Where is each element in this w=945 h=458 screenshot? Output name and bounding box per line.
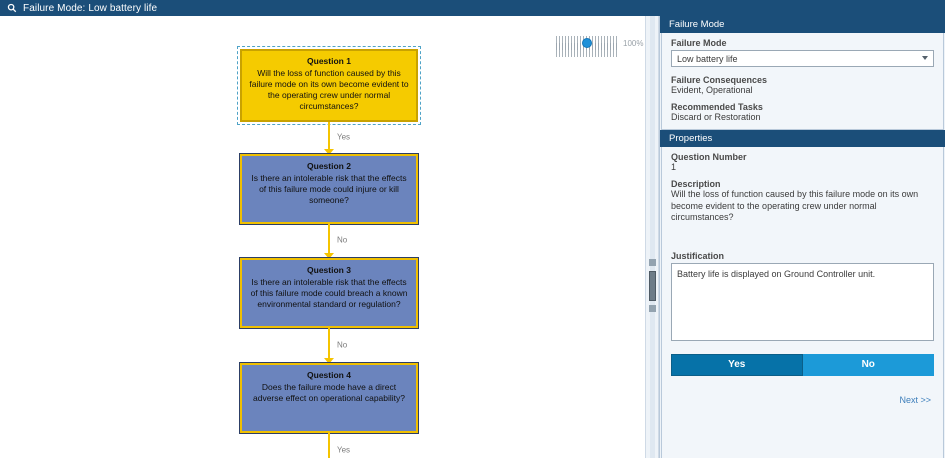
recommended-tasks-label: Recommended Tasks <box>671 102 763 112</box>
flow-node-q2-text: Is there an intolerable risk that the ef… <box>251 173 407 205</box>
side-panel: Failure Mode Failure Mode Low battery li… <box>659 16 945 458</box>
question-number-value: 1 <box>671 162 677 172</box>
magnifier-icon <box>7 3 17 13</box>
flow-node-q4-title: Question 4 <box>307 370 351 380</box>
failure-mode-section-header: Failure Mode <box>660 16 945 33</box>
flow-node-q4-text: Does the failure mode have a direct adve… <box>253 382 405 403</box>
failure-mode-select[interactable]: Low battery life <box>671 50 934 67</box>
connector-q4-q5: Yes <box>325 433 350 458</box>
connector-arrowhead <box>324 358 334 364</box>
connector-arrowhead <box>324 149 334 155</box>
failure-consequences-value: Evident, Operational <box>671 85 753 95</box>
no-button[interactable]: No <box>802 353 934 376</box>
description-label: Description <box>671 179 721 189</box>
connector-line <box>328 224 330 258</box>
decision-flow-canvas[interactable]: 100% Question 1 Will the loss of functio… <box>0 16 645 458</box>
connector-line <box>328 433 330 458</box>
title-bar: Failure Mode: Low battery life <box>0 0 945 16</box>
next-row: Next >> <box>671 395 934 405</box>
connector-q2-q3: No <box>324 224 347 259</box>
zoom-percent-label: 100% <box>623 38 644 48</box>
zoom-slider-handle[interactable] <box>582 38 592 48</box>
failure-mode-select-label: Failure Mode <box>671 38 727 48</box>
connector-label-q1-q2: Yes <box>337 132 351 142</box>
zoom-slider-ticks-bottom <box>556 43 618 57</box>
zoom-control[interactable]: 100% <box>556 32 644 57</box>
scroll-up-button[interactable] <box>649 259 656 266</box>
properties-section-body: Question Number 1 Description Will the l… <box>661 147 944 458</box>
flow-node-q1-title: Question 1 <box>307 56 351 66</box>
flow-node-q1-text: Will the loss of function caused by this… <box>249 68 409 111</box>
failure-mode-section-body: Failure Mode Low battery life Failure Co… <box>661 33 944 130</box>
connector-label-q2-q3: No <box>337 235 348 245</box>
answer-button-row: Yes No <box>671 353 934 376</box>
scrollbar-track[interactable] <box>650 16 655 458</box>
connector-arrowhead <box>324 253 334 259</box>
scroll-down-button[interactable] <box>649 305 656 312</box>
properties-section-header: Properties <box>660 130 945 147</box>
zoom-slider[interactable] <box>556 35 618 57</box>
failure-consequences-label: Failure Consequences <box>671 75 768 85</box>
justification-textarea[interactable] <box>671 262 934 341</box>
scrollbar-thumb[interactable] <box>649 271 656 301</box>
next-link[interactable]: Next >> <box>899 394 931 405</box>
window-title: Failure Mode: Low battery life <box>23 2 158 14</box>
flowchart: Question 1 Will the loss of function cau… <box>0 16 645 458</box>
connector-q1-q2: Yes <box>324 122 350 155</box>
justification-label: Justification <box>671 250 725 261</box>
connector-line <box>328 122 330 154</box>
flow-node-q4[interactable]: Question 4 Does the failure mode have a … <box>239 362 419 434</box>
yes-button[interactable]: Yes <box>671 353 803 376</box>
flow-node-q2[interactable]: Question 2 Is there an intolerable risk … <box>239 153 419 225</box>
flow-node-q3-title: Question 3 <box>307 265 351 275</box>
description-value: Will the loss of function caused by this… <box>671 189 919 222</box>
connector-q3-q4: No <box>324 328 347 364</box>
connector-label-q3-q4: No <box>337 340 348 350</box>
connector-label-q4-q5: Yes <box>337 445 351 455</box>
flow-node-q3-text: Is there an intolerable risk that the ef… <box>250 277 408 309</box>
flow-node-q3[interactable]: Question 3 Is there an intolerable risk … <box>239 257 419 329</box>
flow-node-q2-title: Question 2 <box>307 161 351 171</box>
question-number-label: Question Number <box>671 152 747 162</box>
failure-mode-select-wrapper[interactable]: Low battery life <box>671 50 934 67</box>
pane-splitter[interactable] <box>645 16 659 458</box>
connector-line <box>328 328 330 363</box>
recommended-tasks-value: Discard or Restoration <box>671 112 761 122</box>
flow-node-q1[interactable]: Question 1 Will the loss of function cau… <box>237 46 421 125</box>
